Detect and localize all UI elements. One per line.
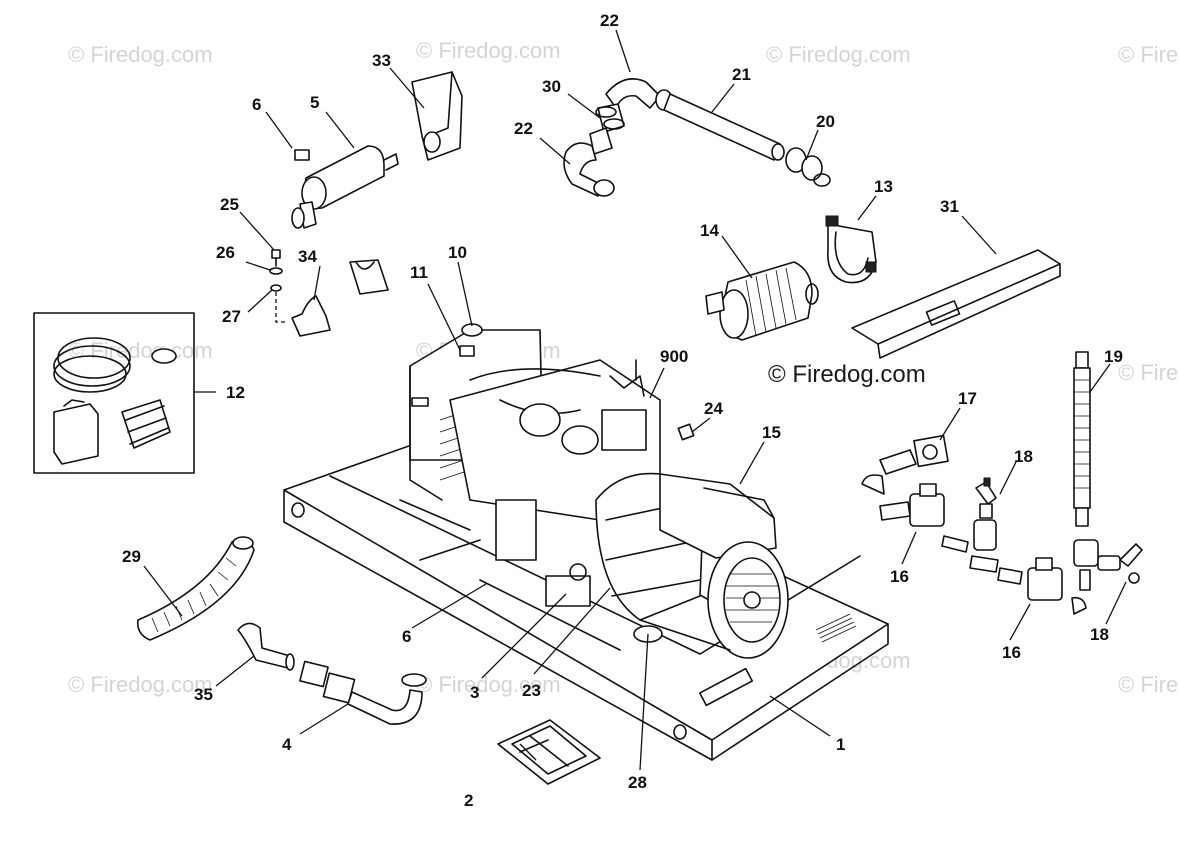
callout-label: 10 [448, 243, 467, 262]
callout-label: 5 [310, 93, 319, 112]
cover-panel-31 [851, 249, 1061, 359]
callout-label: 16 [890, 567, 909, 586]
callout-label: 31 [940, 197, 959, 216]
label-24 [677, 423, 695, 441]
callout-label: 34 [298, 247, 317, 266]
callout-label: 35 [194, 685, 213, 704]
callout-label: 33 [372, 51, 391, 70]
watermark-text: © Firedog.com [766, 42, 911, 67]
callout-label: 24 [704, 399, 723, 418]
watermark-text: © Firedog.com [68, 42, 213, 67]
fuel-fittings [861, 434, 1143, 615]
leader-lines [143, 29, 1127, 771]
callout-label: 11 [410, 263, 428, 282]
flex-hose-19 [1073, 351, 1091, 527]
exhaust-pipes [237, 622, 427, 725]
watermark-text: © Fire [1118, 42, 1178, 67]
heat-shield-33 [411, 71, 463, 161]
callout-label: 23 [522, 681, 541, 700]
air-hoses [563, 78, 831, 197]
callout-label: 26 [216, 243, 235, 262]
callout-label: 900 [660, 347, 688, 366]
callout-label: 28 [628, 773, 647, 792]
engine-900 [449, 359, 661, 607]
callout-label: 17 [958, 389, 977, 408]
callout-label: 18 [1014, 447, 1033, 466]
watermark-text: © Firedog.com [68, 338, 213, 363]
clamp-13 [825, 215, 877, 284]
watermark-text: © Fire [1118, 672, 1178, 697]
callout-label: 12 [226, 383, 245, 402]
callout-label: 1 [836, 735, 845, 754]
callout-label: 6 [402, 627, 411, 646]
callout-label: 20 [816, 112, 835, 131]
callout-label: 2 [464, 791, 473, 810]
callout-label: 13 [874, 177, 893, 196]
callout-label: 22 [600, 11, 619, 30]
air-cleaner-14 [705, 261, 819, 341]
callout-label: 27 [222, 307, 241, 326]
watermark-text: © Firedog.com [416, 672, 561, 697]
callout-label: 18 [1090, 625, 1109, 644]
callout-label: 14 [700, 221, 719, 240]
callout-label: 19 [1104, 347, 1123, 366]
watermark-center-text: © Firedog.com [768, 361, 926, 388]
callout-label: 21 [732, 65, 751, 84]
callout-label: 4 [282, 735, 292, 754]
callout-label: 15 [762, 423, 781, 442]
callout-label: 29 [122, 547, 141, 566]
bolt-set [269, 249, 286, 323]
muffler-5 [291, 145, 399, 229]
callout-label: 6 [252, 95, 261, 114]
hose-29 [136, 536, 255, 641]
callout-label: 16 [1002, 643, 1021, 662]
watermark-text: © Firedog.com [68, 672, 213, 697]
callout-label: 25 [220, 195, 239, 214]
brackets-34 [291, 259, 389, 337]
watermark-text: © Fire [1118, 360, 1178, 385]
callout-label: 22 [514, 119, 533, 138]
callout-label: 30 [542, 77, 561, 96]
callout-numbers: 22 33 21 30 6 5 22 20 13 31 14 25 26 34 … [122, 11, 1123, 810]
label-6-top [294, 149, 310, 161]
callout-label: 3 [470, 683, 479, 702]
generator-15 [595, 472, 789, 659]
watermark-text: © Firedog.com [416, 38, 561, 63]
tray-2 [497, 719, 601, 785]
kit-box-12 [33, 312, 195, 474]
